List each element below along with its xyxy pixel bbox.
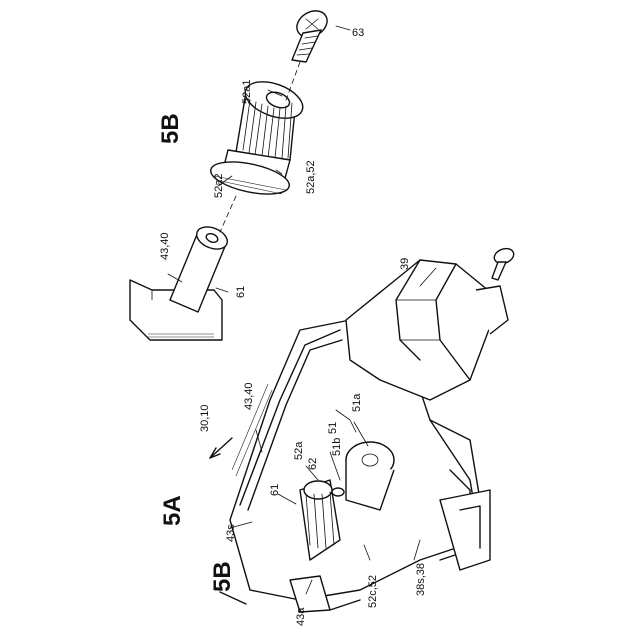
label-51: 51 <box>327 422 339 434</box>
section-ref-5b: 5B <box>209 561 236 592</box>
label-43-40-main: 43,40 <box>243 382 255 410</box>
view-label-5a: 5A <box>159 495 186 526</box>
label-39: 39 <box>399 258 411 270</box>
label-52c-52: 52c,52 <box>367 575 379 608</box>
label-61-main: 61 <box>269 484 281 496</box>
label-38s-38: 38s,38 <box>415 563 427 596</box>
label-63: 63 <box>352 27 364 39</box>
screw-63 <box>292 6 332 62</box>
label-52a1: 52a1 <box>241 80 253 104</box>
label-52a-52: 52a,52 <box>305 160 317 194</box>
label-30-10: 30,10 <box>199 404 211 432</box>
label-61-detail: 61 <box>235 286 247 298</box>
view-label-5b: 5B <box>157 113 184 144</box>
label-43s: 43s <box>225 524 237 542</box>
label-43a: 43a <box>295 607 307 626</box>
label-51a: 51a <box>351 393 363 412</box>
label-43-40-detail: 43,40 <box>159 232 171 260</box>
label-52a: 52a <box>293 441 305 460</box>
screw-cover <box>492 246 516 280</box>
label-52a2: 52a2 <box>213 174 225 198</box>
label-51b: 51b <box>331 438 343 456</box>
label-62: 62 <box>307 458 319 470</box>
